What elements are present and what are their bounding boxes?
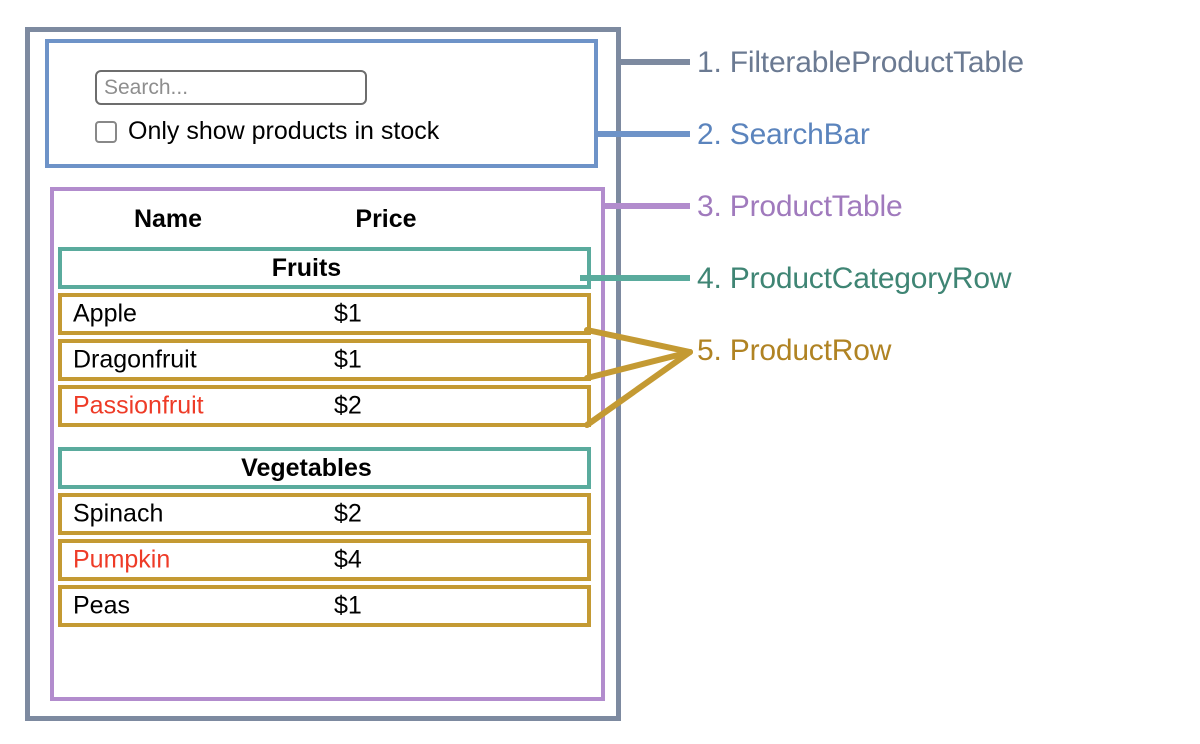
product-price: $2 xyxy=(334,391,362,420)
in-stock-checkbox-label: Only show products in stock xyxy=(128,117,440,145)
product-row: Apple $1 xyxy=(58,293,591,335)
product-table-body: Fruits Apple $1 Dragonfruit $1 Passionfr… xyxy=(58,247,591,631)
product-price: $1 xyxy=(334,345,362,374)
legend-item-search-bar: 2. SearchBar xyxy=(697,118,870,151)
product-category-label: Fruits xyxy=(271,253,342,282)
product-row: Dragonfruit $1 xyxy=(58,339,591,381)
product-table-header: Name Price xyxy=(54,197,601,242)
product-row: Peas $1 xyxy=(58,585,591,627)
product-category-label: Vegetables xyxy=(241,453,372,482)
product-category-row: Fruits xyxy=(58,247,591,289)
search-bar: Only show products in stock xyxy=(45,39,598,168)
product-price: $4 xyxy=(334,545,362,574)
in-stock-checkbox[interactable] xyxy=(95,120,117,143)
product-row: Spinach $2 xyxy=(58,493,591,535)
search-input[interactable] xyxy=(95,70,367,105)
product-row: Pumpkin $4 xyxy=(58,539,591,581)
product-name: Spinach xyxy=(73,499,164,528)
section-spacer xyxy=(58,431,591,447)
product-name: Pumpkin xyxy=(73,545,171,574)
product-table: Name Price Fruits Apple $1 Dragonfruit $… xyxy=(50,187,605,701)
column-header-price: Price xyxy=(355,205,417,233)
legend-item-filterable-product-table: 1. FilterableProductTable xyxy=(697,46,1024,79)
legend-item-product-table: 3. ProductTable xyxy=(697,190,903,223)
product-price: $2 xyxy=(334,499,362,528)
legend-item-product-category-row: 4. ProductCategoryRow xyxy=(697,262,1012,295)
product-category-row: Vegetables xyxy=(58,447,591,489)
product-row: Passionfruit $2 xyxy=(58,385,591,427)
column-header-name: Name xyxy=(133,205,203,233)
legend-item-product-row: 5. ProductRow xyxy=(697,334,892,367)
product-name: Passionfruit xyxy=(73,391,204,420)
product-name: Dragonfruit xyxy=(73,345,197,374)
product-price: $1 xyxy=(334,591,362,620)
in-stock-filter[interactable]: Only show products in stock xyxy=(95,119,439,144)
product-name: Peas xyxy=(73,591,130,620)
product-price: $1 xyxy=(334,299,362,328)
product-name: Apple xyxy=(73,299,137,328)
